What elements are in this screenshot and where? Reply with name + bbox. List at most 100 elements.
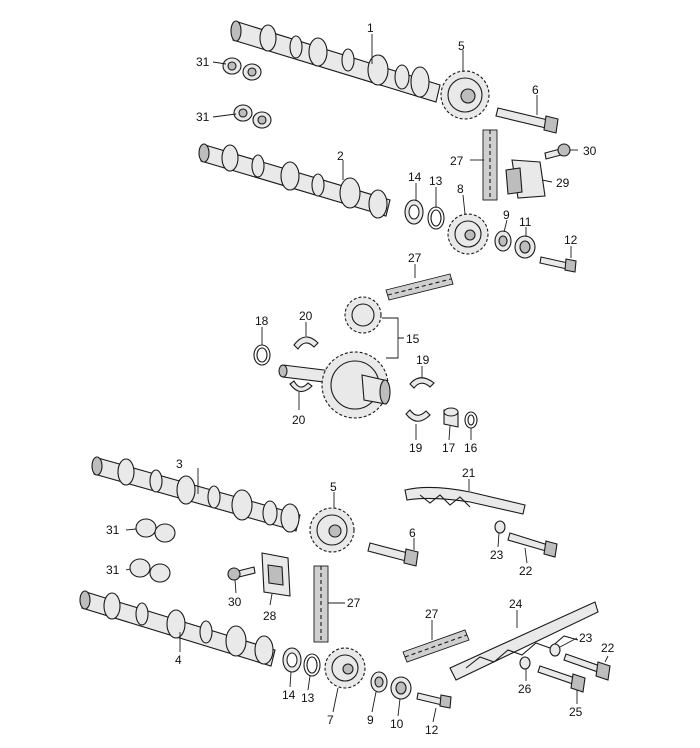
callout-7: 7 xyxy=(327,713,334,727)
callout-31-d: 31 xyxy=(106,563,120,577)
callout-27-middle: 27 xyxy=(408,251,422,265)
washer-14-upper xyxy=(404,199,424,225)
camshaft-1 xyxy=(230,20,441,103)
sprocket-7 xyxy=(324,647,366,689)
washer-23-upper xyxy=(494,520,506,534)
washer-13-lower xyxy=(303,653,321,677)
callout-18: 18 xyxy=(255,314,269,328)
callout-2: 2 xyxy=(337,149,344,163)
bushings-31-a xyxy=(222,57,262,81)
sprocket-5-bottom xyxy=(309,507,355,553)
intermediate-shaft-15 xyxy=(278,296,391,419)
bolt-6-bottom xyxy=(367,542,419,567)
sprocket-8 xyxy=(447,213,489,255)
callout-12-lower: 12 xyxy=(425,723,439,737)
tensioner-28 xyxy=(261,552,291,597)
bolt-22-lower xyxy=(563,653,611,681)
callout-27-upper-vertical: 27 xyxy=(450,154,464,168)
callout-9-lower: 9 xyxy=(367,713,374,727)
washer-14-lower xyxy=(282,647,302,673)
callout-30-upper: 30 xyxy=(583,144,597,158)
leader-lines xyxy=(125,34,609,723)
callout-13-upper: 13 xyxy=(429,174,443,188)
callout-16: 16 xyxy=(464,441,478,455)
callout-13-lower: 13 xyxy=(301,691,315,705)
bolt-6-top xyxy=(495,107,559,134)
washer-9-lower xyxy=(370,671,388,693)
callout-29: 29 xyxy=(556,176,570,190)
camshaft-3 xyxy=(91,456,301,533)
camshaft-4 xyxy=(79,590,276,667)
callout-23-lower: 23 xyxy=(579,631,593,645)
callout-12-upper: 12 xyxy=(564,233,578,247)
bushings-31-d xyxy=(129,558,171,583)
callout-23-upper: 23 xyxy=(490,548,504,562)
callout-11: 11 xyxy=(519,215,532,229)
callout-14-lower: 14 xyxy=(282,688,296,702)
callout-26: 26 xyxy=(518,682,532,696)
callout-20-top: 20 xyxy=(299,309,313,323)
callout-21: 21 xyxy=(462,466,476,480)
callout-9-upper: 9 xyxy=(503,208,510,222)
callout-1: 1 xyxy=(367,21,374,35)
ring-16 xyxy=(464,411,478,429)
callout-31-c: 31 xyxy=(106,523,120,537)
callout-28: 28 xyxy=(263,609,277,623)
callout-22-upper: 22 xyxy=(519,564,533,578)
callout-31-a: 31 xyxy=(196,55,210,69)
hub-10 xyxy=(390,676,412,700)
callout-19-top: 19 xyxy=(416,353,430,367)
bolt-22-upper xyxy=(507,532,558,558)
callout-19-bottom: 19 xyxy=(409,441,423,455)
bearing-shell-20-bottom xyxy=(289,380,313,393)
guide-rail-24 xyxy=(449,601,599,681)
callout-10: 10 xyxy=(390,717,404,731)
callout-27-lower-vertical: 27 xyxy=(347,596,361,610)
washer-23-lower xyxy=(549,643,561,657)
tensioner-29 xyxy=(505,159,546,199)
chain-27-upper-vertical xyxy=(482,129,498,201)
bushings-31-b xyxy=(233,104,272,129)
callout-5-bottom: 5 xyxy=(330,480,337,494)
sprocket-5-top xyxy=(440,70,490,120)
washer-9-upper xyxy=(494,230,512,252)
callout-25: 25 xyxy=(569,705,583,719)
washer-26 xyxy=(519,656,531,670)
chain-27-lower-vertical xyxy=(313,565,329,643)
hub-11 xyxy=(514,235,536,259)
bolt-30-upper xyxy=(544,143,571,160)
bolt-25 xyxy=(537,665,586,693)
guide-rail-21 xyxy=(404,486,526,515)
chain-27-middle xyxy=(385,273,454,301)
callout-15: 15 xyxy=(406,332,420,346)
bolt-12-lower xyxy=(416,692,452,709)
bearing-shell-19-top xyxy=(409,377,435,389)
sleeve-17 xyxy=(443,407,459,428)
bolt-30-lower xyxy=(227,566,256,581)
callout-6-bottom: 6 xyxy=(409,526,416,540)
callout-labels: 1 3 2 4 5 5 6 6 7 8 9 9 10 11 12 12 13 1… xyxy=(106,21,615,737)
washer-13-upper xyxy=(427,206,445,230)
callout-3: 3 xyxy=(176,457,183,471)
bearing-shell-20-top xyxy=(293,336,319,350)
callout-31-b: 31 xyxy=(196,110,210,124)
bearing-shell-19-bottom xyxy=(405,409,431,422)
ring-18 xyxy=(253,344,271,366)
callout-27-lower-diagonal: 27 xyxy=(425,607,439,621)
callout-24: 24 xyxy=(509,597,523,611)
callout-30-lower: 30 xyxy=(228,595,242,609)
callout-6-top: 6 xyxy=(532,83,539,97)
callout-20-bottom: 20 xyxy=(292,413,306,427)
camshaft-2 xyxy=(198,143,391,219)
callout-17: 17 xyxy=(442,441,456,455)
callout-8: 8 xyxy=(457,182,464,196)
bolt-12-upper xyxy=(539,256,577,273)
bushings-31-c xyxy=(135,518,176,543)
callout-22-lower: 22 xyxy=(601,641,615,655)
callout-4: 4 xyxy=(175,653,182,667)
callout-5-top: 5 xyxy=(458,39,465,53)
chain-27-lower-diagonal xyxy=(402,629,470,663)
callout-14-upper: 14 xyxy=(408,170,422,184)
